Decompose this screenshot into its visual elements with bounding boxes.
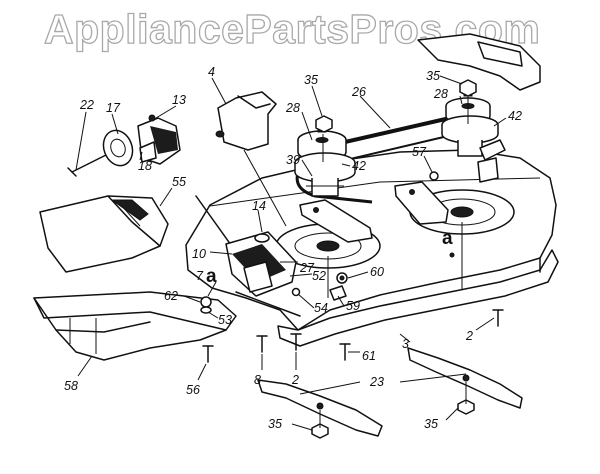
- label-4: 4: [208, 65, 215, 79]
- label-2-left: 2: [291, 373, 299, 387]
- label-10: 10: [192, 247, 206, 261]
- ref-a-left: a: [206, 266, 217, 287]
- label-61: 61: [362, 349, 376, 363]
- label-42-right: 42: [508, 109, 522, 123]
- label-52: 52: [312, 269, 326, 283]
- label-27: 27: [299, 261, 315, 275]
- label-28-right: 28: [433, 87, 448, 101]
- label-56: 56: [186, 383, 200, 397]
- label-3: 3: [402, 337, 409, 351]
- label-42-left: 42: [352, 159, 366, 173]
- left-pulley-assembly: [294, 121, 356, 197]
- bracket-4: [215, 91, 277, 151]
- label-26: 26: [351, 85, 366, 99]
- label-62: 62: [164, 289, 178, 303]
- discharge-hinge-assembly: [225, 231, 301, 317]
- label-39: 39: [286, 153, 300, 167]
- chute-deflector-55: [39, 195, 169, 273]
- label-55: 55: [172, 175, 186, 189]
- assembly-lines: [243, 96, 469, 428]
- ref-a-right: a: [442, 228, 453, 249]
- right-pulley-assembly: [441, 85, 506, 161]
- part-labels: 22 17 13 18 4 35 35 26 28 42 28 42 39 57…: [64, 65, 522, 431]
- hardware: [200, 79, 504, 439]
- top-right-bracket: [417, 33, 541, 183]
- idler-pulley-assembly: [67, 114, 181, 177]
- label-53: 53: [218, 313, 232, 327]
- label-35-bottom-right: 35: [424, 417, 438, 431]
- leader-lines: [75, 75, 507, 431]
- label-59: 59: [346, 299, 360, 313]
- label-2-right: 2: [465, 329, 473, 343]
- label-58: 58: [64, 379, 78, 393]
- blades-23: [257, 347, 523, 437]
- label-35-top-right: 35: [426, 69, 440, 83]
- label-18: 18: [138, 159, 152, 173]
- label-23: 23: [369, 375, 384, 389]
- label-35-top-left: 35: [304, 73, 318, 87]
- label-28-left: 28: [285, 101, 300, 115]
- label-7: 7: [196, 269, 204, 283]
- label-35-bottom-left: 35: [268, 417, 282, 431]
- label-22: 22: [79, 98, 94, 112]
- label-13: 13: [172, 93, 186, 107]
- label-60: 60: [370, 265, 384, 279]
- label-54: 54: [314, 301, 328, 315]
- label-8: 8: [254, 373, 261, 387]
- label-17: 17: [106, 101, 121, 115]
- discharge-chute-58: [33, 291, 237, 361]
- label-57: 57: [412, 145, 427, 159]
- label-14: 14: [252, 199, 266, 213]
